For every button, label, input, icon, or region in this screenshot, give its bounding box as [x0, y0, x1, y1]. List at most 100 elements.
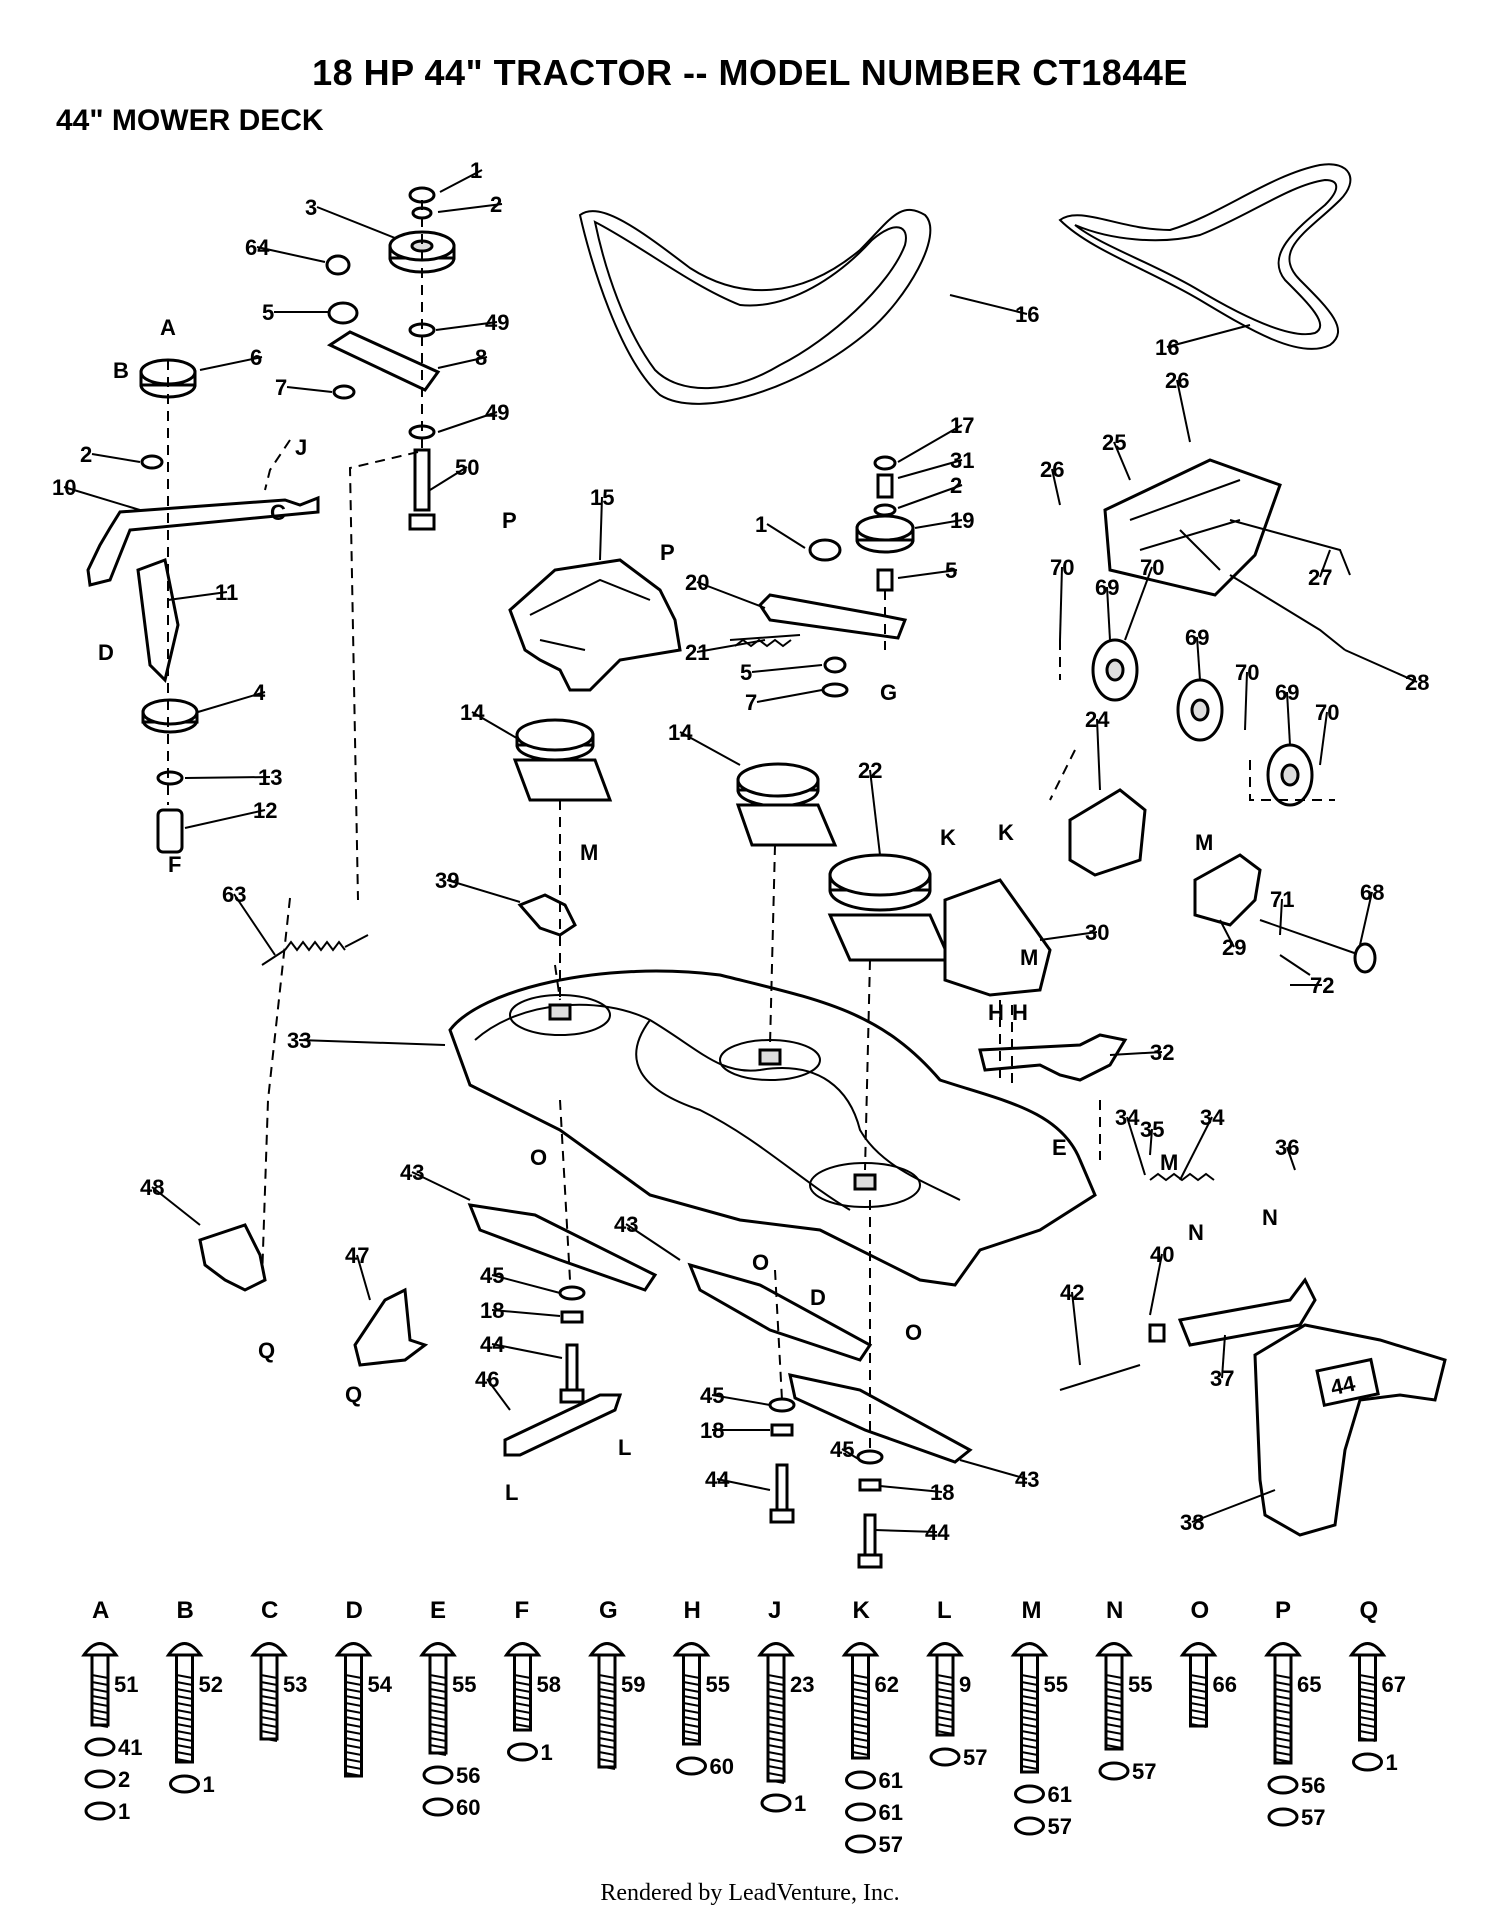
callout-leader — [1096, 718, 1101, 791]
callout-39: 39 — [435, 868, 459, 893]
hardware-part-56: 56 — [456, 1763, 480, 1788]
hardware-part-67: 67 — [1382, 1672, 1406, 1697]
callout-leader — [1191, 1489, 1276, 1523]
callout-leader — [286, 386, 333, 393]
callout-leader — [874, 1529, 938, 1533]
spindle-pulley-center — [735, 762, 838, 847]
callout-leader — [184, 776, 271, 779]
hardware-part-66: 66 — [1213, 1672, 1237, 1697]
callout-leader — [437, 203, 503, 213]
callout-leader — [1286, 691, 1291, 746]
callout-18: 18 — [480, 1298, 504, 1323]
callout-37: 37 — [1210, 1366, 1234, 1391]
hardware-part-1: 1 — [118, 1799, 130, 1824]
pin-68 — [1259, 919, 1361, 956]
callout-leader — [1319, 711, 1328, 766]
callout-28: 28 — [1405, 670, 1429, 695]
hardware-letter: O — [1191, 1597, 1210, 1624]
bracket-47 — [353, 1287, 429, 1367]
hardware-letter: H — [684, 1597, 701, 1624]
callout-12: 12 — [253, 798, 277, 823]
callout-leader — [491, 1309, 561, 1317]
callout-leader — [1221, 1334, 1226, 1379]
callout-leader — [751, 664, 823, 673]
callout-46: 46 — [475, 1367, 499, 1392]
hardware-part-56: 56 — [1301, 1773, 1325, 1798]
callout-leader — [1196, 636, 1201, 681]
hardware-column-O: O 66 — [1179, 1597, 1237, 1728]
hardware-legend: A514121B521C53D54E555660F581G59H5560J231… — [81, 1597, 1406, 1857]
hardware-letter: P — [1275, 1597, 1291, 1624]
callout-49: 49 — [485, 310, 509, 335]
reference-letter-E: E — [1052, 1135, 1067, 1160]
reference-letter-M: M — [580, 840, 598, 865]
callout-3: 3 — [305, 195, 317, 220]
hardware-letter: B — [177, 1597, 194, 1624]
callout-leader — [1126, 1116, 1146, 1176]
callout-leader — [869, 769, 881, 856]
hardware-part-1: 1 — [203, 1772, 215, 1797]
callout-leader — [1344, 649, 1418, 683]
hardware-letter: Q — [1360, 1597, 1379, 1624]
hardware-column-G: G59 — [588, 1597, 645, 1770]
spring-35 — [1149, 1172, 1215, 1182]
callout-71: 71 — [1270, 887, 1294, 912]
hardware-letter: M — [1022, 1597, 1042, 1624]
callout-leader — [1286, 1146, 1296, 1171]
callout-leader — [1179, 1116, 1213, 1181]
callout-5: 5 — [945, 558, 957, 583]
callout-leader — [151, 1186, 201, 1226]
callout-38: 38 — [1180, 1510, 1204, 1535]
hardware-letter: N — [1106, 1597, 1123, 1624]
reference-letter-Q: Q — [258, 1338, 275, 1363]
callout-25: 25 — [1102, 430, 1126, 455]
bracket-30 — [943, 878, 1052, 997]
hardware-part-23: 23 — [790, 1672, 814, 1697]
blade-bolt-stack-left — [558, 1285, 586, 1404]
callout-45: 45 — [700, 1383, 724, 1408]
callout-18: 18 — [930, 1480, 954, 1505]
hardware-part-62: 62 — [875, 1672, 899, 1697]
reference-letter-L: L — [618, 1435, 631, 1460]
callout-leader — [91, 453, 141, 463]
callout-20: 20 — [685, 570, 709, 595]
hardware-part-41: 41 — [118, 1735, 142, 1760]
callout-leader — [429, 466, 468, 491]
callout-48: 48 — [140, 1175, 164, 1200]
idler-stack-right — [729, 455, 915, 698]
bracket-46 — [503, 1393, 623, 1457]
callout-68: 68 — [1360, 880, 1384, 905]
callout-5: 5 — [262, 300, 274, 325]
callout-15: 15 — [590, 485, 614, 510]
callout-leader — [756, 689, 823, 703]
callout-4: 4 — [253, 680, 266, 705]
callout-leader — [897, 484, 963, 509]
reference-letter-M: M — [1020, 945, 1038, 970]
callout-44: 44 — [705, 1467, 730, 1492]
hardware-part-61: 61 — [879, 1800, 903, 1825]
callout-leader — [356, 1254, 371, 1301]
hardware-letter: F — [515, 1597, 530, 1624]
reference-letter-M: M — [1195, 830, 1213, 855]
callout-43: 43 — [614, 1212, 638, 1237]
reference-letter-O: O — [530, 1145, 547, 1170]
callout-leader — [1039, 931, 1098, 941]
callout-leader — [491, 1343, 563, 1359]
callout-leader — [1071, 1291, 1081, 1366]
hardware-part-59: 59 — [621, 1672, 645, 1697]
callout-leader — [233, 893, 276, 956]
callout-10: 10 — [52, 475, 76, 500]
callout-leader — [696, 581, 766, 609]
callout-21: 21 — [685, 640, 709, 665]
callout-16: 16 — [1155, 335, 1179, 360]
callout-leader — [199, 356, 263, 371]
callout-18: 18 — [700, 1418, 724, 1443]
callout-leader — [471, 711, 521, 741]
callout-13: 13 — [258, 765, 282, 790]
hardware-part-65: 65 — [1297, 1672, 1321, 1697]
callout-leader — [184, 809, 266, 829]
callout-34: 34 — [1200, 1105, 1225, 1130]
deck-badge: 44 — [1328, 1371, 1358, 1401]
